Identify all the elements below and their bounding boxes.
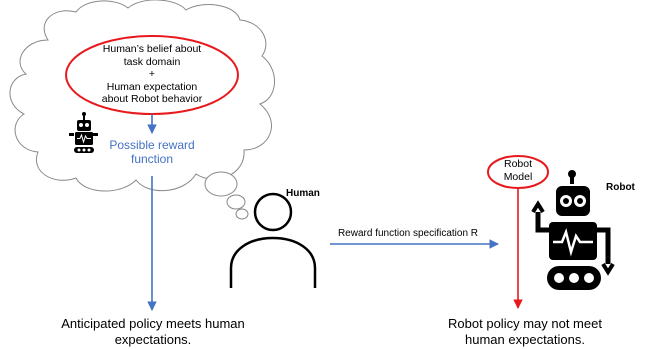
caption-line: Anticipated policy meets human [61,316,245,331]
reward-function-label: Possible reward function [104,138,200,167]
reward-line: Possible reward [109,138,195,152]
reward-line: function [130,152,174,167]
belief-line: Human’s belief about [102,43,202,55]
anticipated-policy-caption: Anticipated policy meets human expectati… [18,316,288,347]
robot-icon [531,170,615,290]
belief-line: task domain [123,55,181,68]
belief-text: Human’s belief about task domain + Human… [88,43,216,106]
robot-policy-caption: Robot policy may not meet human expectat… [420,316,630,347]
belief-line: about Robot behavior [101,93,203,106]
belief-line: + [148,68,156,81]
human-label: Human [286,188,320,199]
thought-cloud-icon [9,0,275,220]
small-robot-icon [69,112,98,153]
caption-line: expectations. [114,331,192,347]
robot-model-line: Model [503,170,533,183]
robot-model-line: Robot [503,158,533,170]
belief-line: Human expectation [106,80,198,93]
robot-label: Robot [606,182,635,193]
robot-model-label: Robot Model [493,158,543,183]
human-icon [229,192,317,288]
reward-spec-label: Reward function specification R [337,228,479,239]
caption-line: human expectations. [465,331,585,347]
caption-line: Robot policy may not meet [448,316,602,331]
